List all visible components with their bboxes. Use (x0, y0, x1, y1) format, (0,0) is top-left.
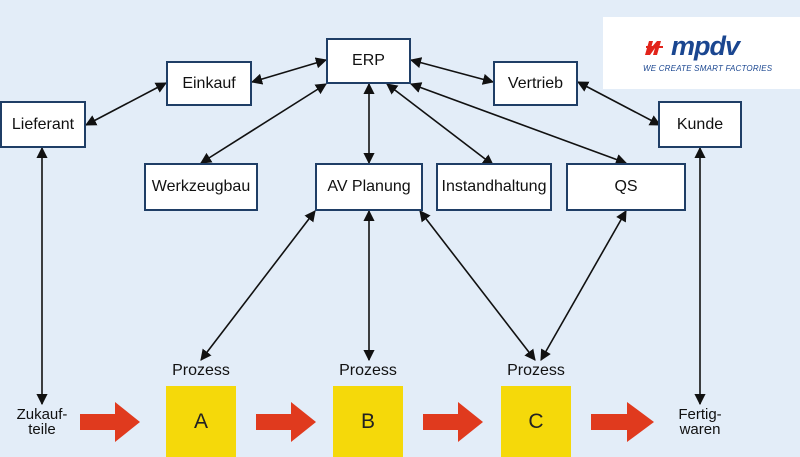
box-qs: QS (566, 163, 686, 211)
flow-arrow-2 (256, 402, 316, 442)
box-einkauf: Einkauf (166, 61, 252, 106)
output-fertigwaren: Fertig- waren (664, 407, 736, 437)
connector-av-planung-prozess-c (419, 210, 536, 361)
input-line-2: teile (28, 421, 56, 438)
box-av-planung-label: AV Planung (327, 178, 411, 195)
connector-av-planung-prozess-a (200, 210, 316, 361)
box-werkzeugbau: Werkzeugbau (144, 163, 258, 211)
logo-tagline: WE CREATE SMART FACTORIES (643, 64, 773, 73)
flow-arrow-4 (591, 402, 654, 442)
box-vertrieb-label: Vertrieb (507, 74, 564, 92)
box-av-planung: AV Planung (315, 163, 423, 211)
mpdv-logo-mark-icon (645, 41, 663, 55)
connector-erp-instandhaltung (386, 83, 494, 166)
process-label-b: Prozess (339, 362, 397, 379)
flow-arrow-3 (423, 402, 483, 442)
output-line-2: waren (679, 421, 721, 438)
process-label-c: Prozess (507, 362, 565, 379)
box-instandhaltung: Instandhaltung (436, 163, 552, 211)
output-line-1: Fertig- (678, 406, 722, 423)
connector-erp-einkauf (250, 57, 328, 85)
box-kunde: Kunde (658, 101, 742, 148)
box-lieferant-label: Lieferant (11, 115, 75, 133)
input-zukaufteile: Zukauf- teile (6, 407, 78, 437)
box-werkzeugbau-label: Werkzeugbau (151, 178, 251, 195)
box-erp-label: ERP (352, 52, 385, 69)
connector-qs-prozess-c (540, 210, 627, 361)
mpdv-logo: mpdv WE CREATE SMART FACTORIES (603, 17, 800, 89)
connector-erp-vertrieb (409, 57, 495, 85)
box-vertrieb: Vertrieb (493, 61, 578, 106)
flow-arrow-1 (80, 402, 140, 442)
connector-erp-werkzeugbau (200, 83, 327, 164)
connector-einkauf-lieferant (85, 82, 167, 126)
stage-a: A (166, 386, 236, 457)
input-line-1: Zukauf- (16, 406, 68, 423)
stage-b: B (333, 386, 403, 457)
box-instandhaltung-label: Instandhaltung (441, 178, 547, 195)
box-erp: ERP (326, 38, 411, 84)
process-label-a: Prozess (172, 362, 230, 379)
box-einkauf-label: Einkauf (182, 74, 236, 92)
connector-erp-qs (409, 82, 628, 165)
logo-wordmark: mpdv (671, 31, 740, 61)
stage-c: C (501, 386, 571, 457)
box-qs-label: QS (614, 178, 638, 195)
box-kunde-label: Kunde (676, 115, 724, 133)
box-lieferant: Lieferant (0, 101, 86, 148)
